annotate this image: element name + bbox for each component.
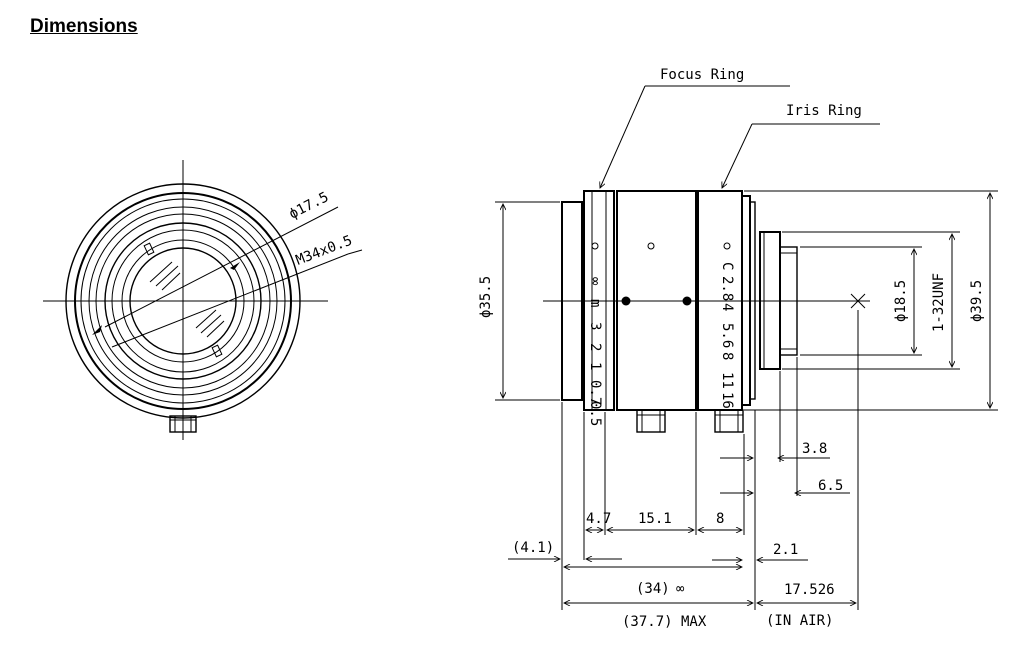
- thread-unf-label: 1-32UNF: [931, 273, 947, 332]
- phi-39-5-label: ϕ39.5: [969, 280, 985, 322]
- callouts: Focus Ring Iris Ring: [600, 67, 880, 188]
- dim-6-5: 6.5: [818, 478, 843, 494]
- focus-scale-2: 2: [587, 343, 603, 351]
- focus-scale-m: m: [587, 299, 603, 307]
- iris-scale-8: 8: [719, 352, 735, 360]
- iris-scale-c: C: [719, 262, 735, 270]
- focus-scale-0-7: 0.7: [587, 380, 603, 405]
- dim-15-1: 15.1: [638, 511, 672, 527]
- focus-scale-0-5: 0.5: [587, 401, 603, 426]
- dim-4-1: (4.1): [512, 540, 554, 556]
- dim-17-526: 17.526: [784, 582, 835, 598]
- iris-ring-label: Iris Ring: [786, 103, 862, 119]
- phi-35-5-label: ϕ35.5: [478, 276, 494, 318]
- dim-2-1: 2.1: [773, 542, 798, 558]
- length-dimensions: 3.8 6.5 4.7 15.1 8 (4.1) 2.1 (34) ∞: [508, 310, 859, 630]
- iris-scale-16: 16: [719, 392, 735, 409]
- infinity-symbol: ∞: [676, 581, 685, 597]
- iris-scale-2-8: 2.8: [719, 276, 735, 301]
- phi-18-5-label: ϕ18.5: [893, 280, 909, 322]
- in-air-label: (IN AIR): [766, 613, 833, 629]
- diameter-dimensions: ϕ35.5 ϕ18.5 1-32UNF ϕ39.5: [478, 190, 998, 411]
- dim-3-8: 3.8: [802, 441, 827, 457]
- dim-8: 8: [716, 511, 724, 527]
- phi-17-5-label: ϕ17.5: [287, 189, 332, 222]
- dim-34: (34): [636, 581, 670, 597]
- iris-scale-11: 11: [719, 372, 735, 389]
- iris-scale-4: 4: [719, 303, 735, 311]
- front-view: ϕ17.5 M34x0.5: [43, 160, 363, 440]
- section-heading: Dimensions: [30, 16, 138, 37]
- iris-scale-5-6: 5.6: [719, 323, 735, 348]
- dim-37-7-max: (37.7) MAX: [622, 614, 707, 630]
- dim-4-7: 4.7: [586, 511, 611, 527]
- focus-scale-inf: ∞: [587, 277, 603, 286]
- side-view: ∞ m 3 2 1 0.7 0.5 C 2.8 4 5.6 8 11 16: [543, 190, 870, 433]
- focus-ring-label: Focus Ring: [660, 67, 744, 83]
- focus-scale-1: 1: [587, 362, 603, 370]
- focus-scale-3: 3: [587, 322, 603, 330]
